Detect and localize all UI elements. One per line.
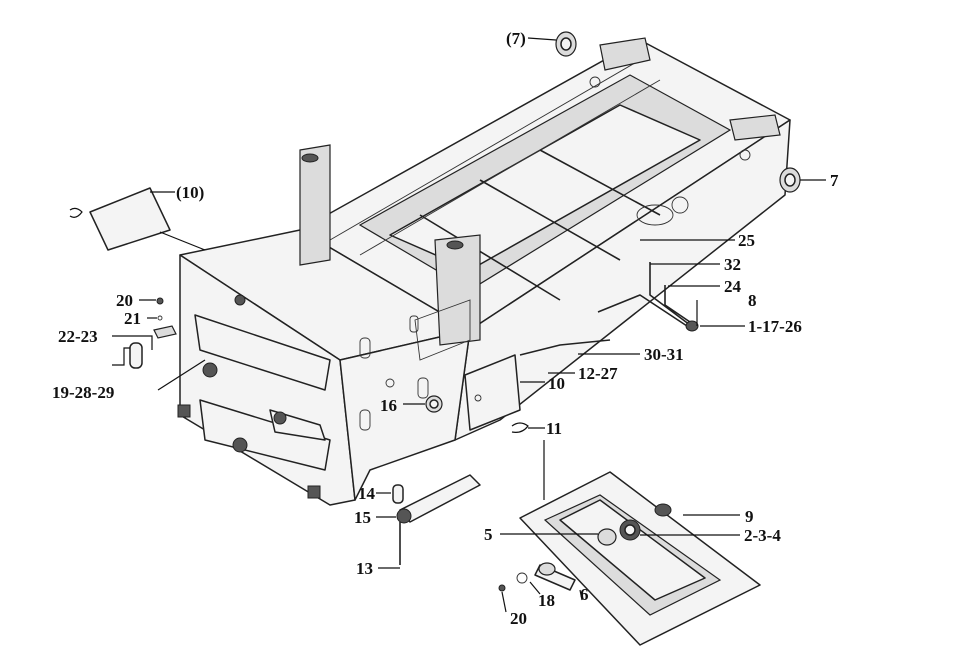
label-10: 10 — [548, 374, 565, 393]
label-5: 5 — [484, 525, 493, 544]
label-30-31: 30-31 — [644, 345, 684, 364]
label-14: 14 — [358, 484, 376, 503]
cover-plate-right — [464, 354, 529, 433]
callout-labels: (7) 7 (10) 25 32 24 8 1-17-26 30-31 12-2… — [52, 29, 839, 628]
label-1-17-26: 1-17-26 — [748, 317, 802, 336]
label-32: 32 — [724, 255, 741, 274]
cover-plate-left — [69, 187, 171, 251]
label-12-27: 12-27 — [578, 364, 618, 383]
label-10-left: (10) — [176, 183, 204, 202]
label-2-3-4: 2-3-4 — [744, 526, 781, 545]
label-6: 6 — [580, 585, 589, 604]
label-19-28-29: 19-28-29 — [52, 383, 114, 402]
label-16: 16 — [380, 396, 397, 415]
label-13: 13 — [356, 559, 373, 578]
pivot-subframe — [519, 471, 761, 646]
label-8: 8 — [748, 291, 757, 310]
label-22-23: 22-23 — [58, 327, 98, 346]
label-15: 15 — [354, 508, 371, 527]
bushing-top — [555, 31, 577, 57]
leader-lines — [112, 37, 826, 613]
label-20-bottom: 20 — [510, 609, 527, 628]
label-7-top: (7) — [506, 29, 526, 48]
label-25: 25 — [738, 231, 755, 250]
label-18: 18 — [538, 591, 555, 610]
label-11: 11 — [546, 419, 562, 438]
small-bushing — [425, 395, 443, 413]
left-hardware — [129, 297, 177, 369]
label-20-left: 20 — [116, 291, 133, 310]
main-frame — [177, 37, 791, 506]
label-24: 24 — [724, 277, 742, 296]
label-21: 21 — [124, 309, 141, 328]
pivot-pin — [498, 562, 576, 592]
pipe-assembly — [519, 262, 699, 356]
label-9: 9 — [745, 507, 754, 526]
link-and-pin — [392, 474, 481, 565]
bushing-right — [779, 167, 801, 193]
label-7-right: 7 — [830, 171, 839, 190]
